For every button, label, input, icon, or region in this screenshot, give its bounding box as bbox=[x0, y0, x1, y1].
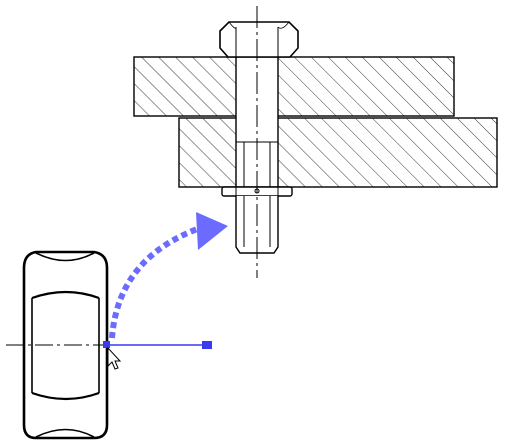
nut-chamfer-bottom bbox=[35, 428, 95, 438]
inference-endpoint-marker bbox=[202, 341, 212, 349]
nut-face-upper bbox=[31, 290, 100, 300]
upper-plate[interactable] bbox=[133, 56, 455, 117]
nut[interactable] bbox=[6, 250, 109, 440]
bolt[interactable] bbox=[219, 6, 299, 278]
lower-plate[interactable] bbox=[178, 117, 498, 188]
nut-chamfer-top bbox=[35, 252, 95, 262]
motion-arrow-head bbox=[196, 212, 228, 250]
inference-line bbox=[103, 341, 212, 349]
snap-point-marker bbox=[103, 341, 110, 348]
cursor-pointer-icon bbox=[107, 346, 122, 370]
motion-arrow bbox=[109, 212, 228, 339]
nut-face-lower bbox=[31, 391, 100, 401]
bolt-head[interactable] bbox=[219, 21, 299, 58]
